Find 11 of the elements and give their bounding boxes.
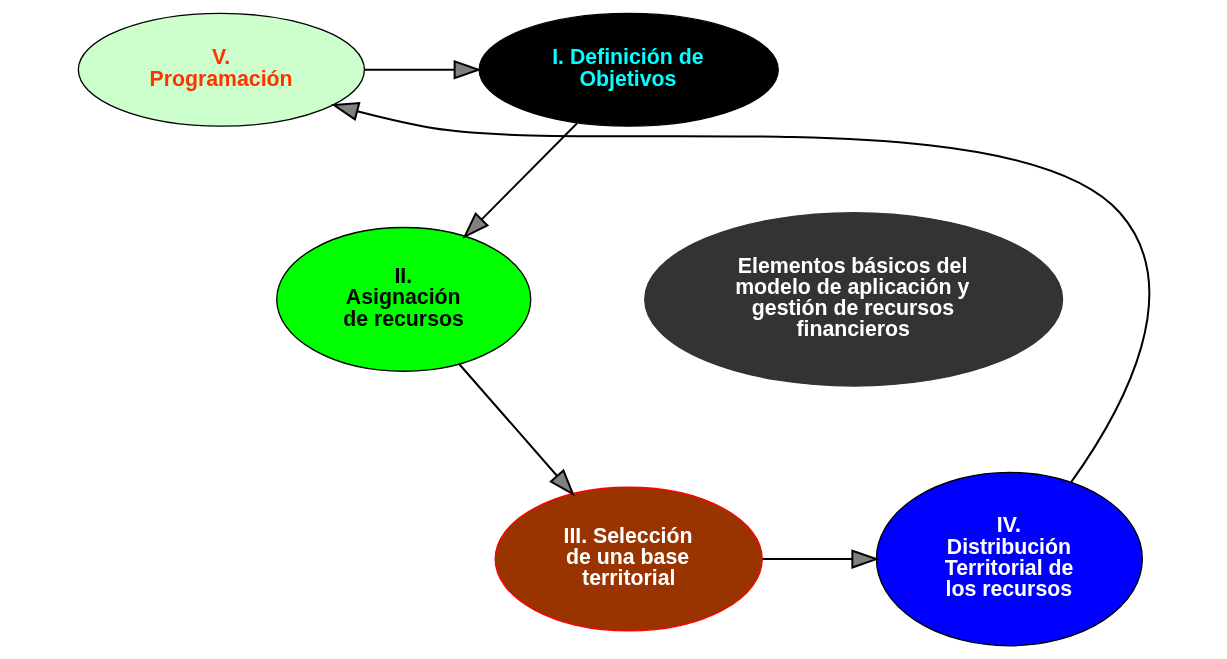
node-ellipse: III. Selección de una base territorial	[494, 486, 763, 632]
node-ellipse: II. Asignación de recursos	[275, 226, 531, 372]
arrow	[330, 102, 1150, 484]
node-ellipse: I. Definición de Objetivos	[477, 12, 779, 127]
node-ellipse: Elementos básicos del modelo de aplicación y gestión de recursos financieros	[643, 212, 1063, 387]
arrow	[457, 363, 575, 497]
arrow	[363, 60, 482, 80]
arrow	[761, 549, 879, 569]
node-ellipse: V. Programación	[77, 12, 365, 127]
node-ellipse: IV. Distribución Territorial de los recursos	[875, 471, 1143, 647]
arrow	[462, 122, 578, 239]
